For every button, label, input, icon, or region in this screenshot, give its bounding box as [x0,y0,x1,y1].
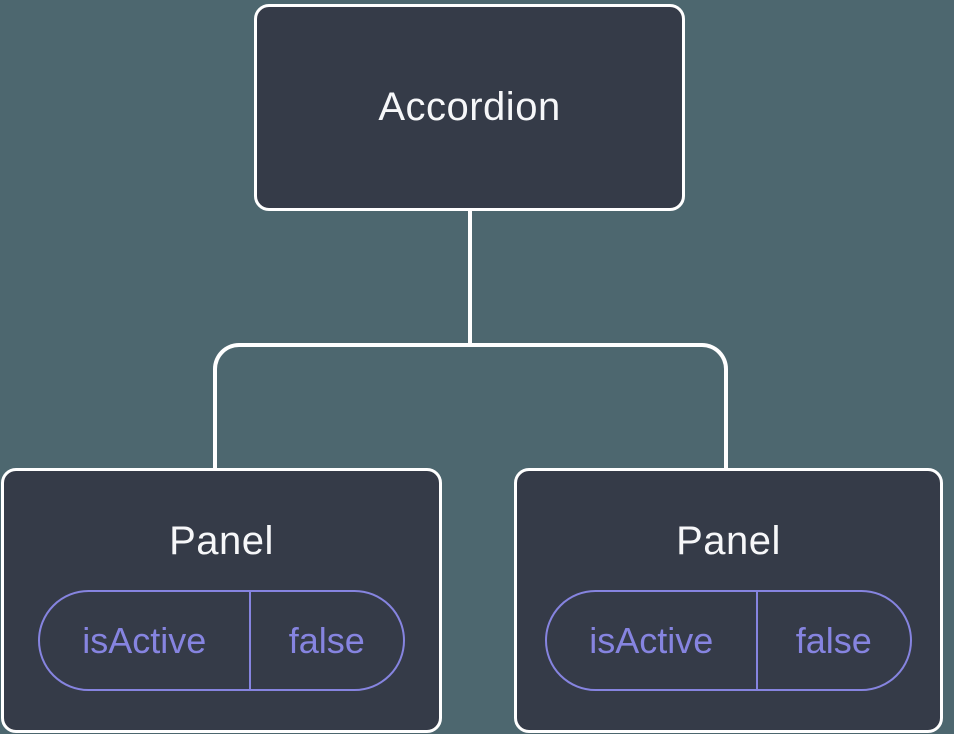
panel-node-right: Panel isActive false [514,468,943,733]
accordion-node: Accordion [254,4,685,211]
state-pill: isActive false [38,590,405,691]
panel-node-left: Panel isActive false [1,468,442,733]
accordion-node-label: Accordion [378,85,561,129]
connector-stem-line [468,209,472,347]
connector-branch-lines [213,343,728,470]
state-pill: isActive false [545,590,912,691]
panel-node-label: Panel [169,519,274,563]
state-value: false [288,619,365,661]
panel-node-label: Panel [676,519,781,563]
state-value: false [795,619,872,661]
state-name: isActive [40,592,251,689]
state-name: isActive [547,592,758,689]
